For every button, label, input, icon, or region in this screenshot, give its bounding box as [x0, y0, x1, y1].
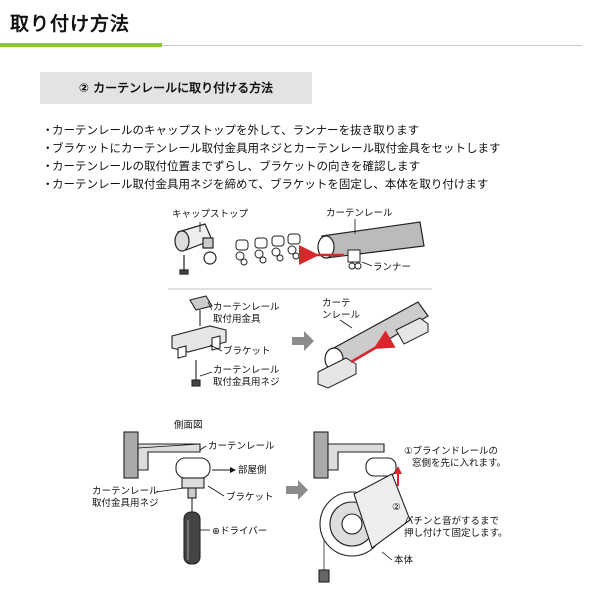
runner-parts	[235, 233, 301, 266]
side-screw-label-1: カーテンレール	[92, 486, 159, 497]
cap-stop-label: キャップストップ	[172, 209, 249, 220]
bullet: ・	[42, 159, 54, 173]
bracket-fitting-label-1: カーテンレール	[213, 302, 280, 313]
gray-arrow-2	[286, 480, 308, 500]
fitting-screw-label-1: カーテンレール	[213, 365, 280, 376]
fitting-screw-label-2: 取付金具用ネジ	[213, 376, 280, 388]
driver-label: ⊕ドライバー	[212, 526, 267, 537]
instruction-step: ・カーテンレール取付金具用ネジを締めて、ブラケットを固定し、本体を取り付けます	[42, 177, 489, 191]
rail-label-2: ンレール	[322, 310, 361, 321]
section-heading: ② カーテンレールに取り付ける方法	[40, 72, 312, 104]
instruction-list: ・カーテンレールのキャップストップを外して、ランナーを抜き取ります ・ブラケット…	[42, 121, 501, 193]
note-1-line-2: 窓側を先に入れます。	[412, 457, 506, 469]
curtain-rail-illustration	[317, 221, 425, 270]
red-arrow-2	[350, 330, 396, 364]
runner-label: ランナー	[373, 262, 411, 273]
bullet: ・	[42, 123, 54, 137]
blind-body-illustration	[313, 431, 411, 583]
body-label: 本体	[394, 554, 414, 566]
page-title: 取り付け方法	[10, 13, 131, 35]
side-screw-label-2: 取付金具用ネジ	[92, 497, 159, 509]
note-2-mark: ②	[392, 502, 401, 513]
cap-stop-illustration	[174, 223, 217, 275]
side-rail-label: カーテンレール	[208, 441, 275, 452]
bracket-illustration	[171, 295, 227, 387]
instruction-step: ・ブラケットにカーテンレール取付金具用ネジとカーテンレール取付金具をセットします	[42, 141, 501, 155]
bullet: ・	[42, 177, 54, 191]
note-1-line-1: ①ブラインドレールの	[404, 445, 498, 457]
curtain-rail-label: カーテンレール	[326, 208, 393, 219]
side-view-illustration	[123, 431, 211, 565]
rail-label-1: カーテ	[322, 298, 351, 309]
title-accent-rule	[0, 43, 162, 47]
side-bracket-label: ブラケット	[226, 491, 274, 503]
gray-arrow-1	[292, 331, 314, 351]
instruction-step: ・カーテンレールのキャップストップを外して、ランナーを抜き取ります	[42, 123, 420, 137]
side-view-label: 側面図	[174, 419, 203, 431]
instruction-step: ・カーテンレールの取付位置までずらし、ブラケットの向きを確認します	[42, 159, 420, 173]
note-2-line-1: パチンと音がするまで	[404, 515, 499, 527]
title-divider	[162, 45, 582, 46]
note-2-line-2: 押し付けて固定します。	[404, 527, 508, 539]
room-side-label: 部屋側	[238, 464, 267, 476]
bracket-label: ブラケット	[223, 345, 271, 357]
bracket-fitting-label-2: 取付用金具	[213, 313, 261, 325]
bullet: ・	[42, 141, 54, 155]
